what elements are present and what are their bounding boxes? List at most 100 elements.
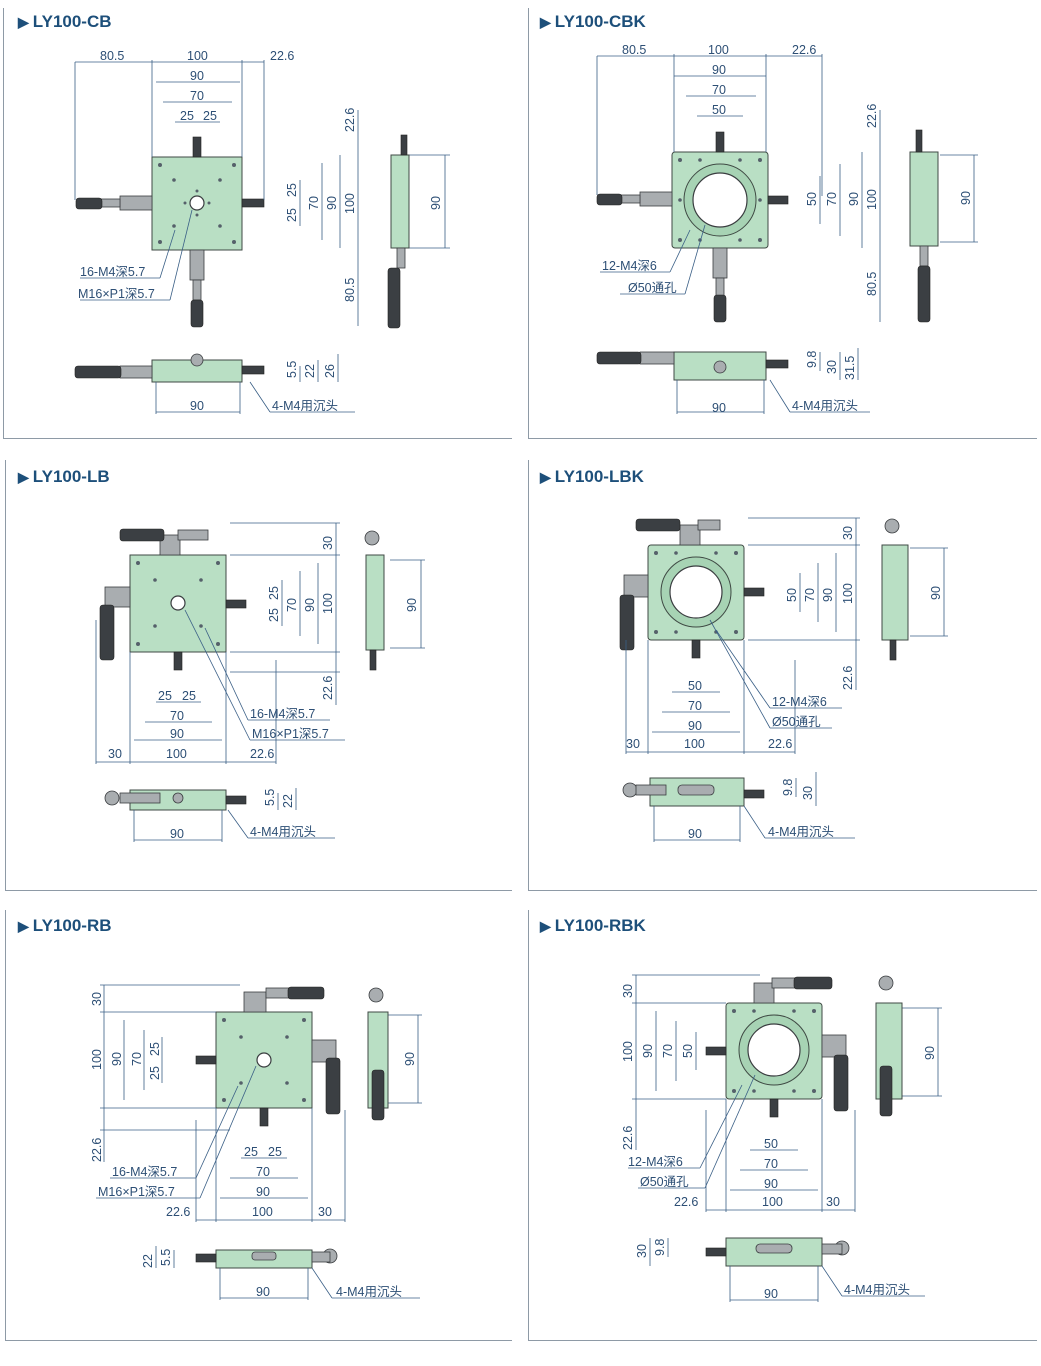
dim-side-90: 90 xyxy=(959,191,973,205)
dim-front-5-5: 5.5 xyxy=(159,1249,173,1266)
dim-b-30: 30 xyxy=(108,747,122,761)
callout-countersink: 4-M4用沉头 xyxy=(792,399,858,413)
dim-70: 70 xyxy=(803,588,817,602)
center-thread xyxy=(189,195,205,211)
callout-m4-holes: 16-M4深5.7 xyxy=(250,707,315,721)
panel-title-cb: ▶LY100-CB xyxy=(18,12,112,31)
callout-m16-thread: M16×P1深5.7 xyxy=(78,287,155,301)
dim-r-80-5: 80.5 xyxy=(865,272,879,296)
dim-b-70: 70 xyxy=(688,699,702,713)
drawing-cb: 80.5 100 22.6 90 70 25 25 22.6 25 25 70 … xyxy=(74,49,450,414)
dim-b-100: 100 xyxy=(684,737,705,751)
dim-b-30: 30 xyxy=(626,737,640,751)
panel-title-lb: ▶LY100-LB xyxy=(18,467,110,486)
dim-b-90: 90 xyxy=(256,1185,270,1199)
dim-90: 90 xyxy=(110,1052,124,1066)
dim-front-31-5: 31.5 xyxy=(843,356,857,380)
dim-22-6: 22.6 xyxy=(90,1138,104,1162)
dim-front-30: 30 xyxy=(801,786,815,800)
dim-70: 70 xyxy=(661,1044,675,1058)
dim-front-5-5: 5.5 xyxy=(285,361,299,378)
dim-100: 100 xyxy=(321,593,335,614)
panel-title-rb: ▶LY100-RB xyxy=(18,916,112,935)
dim-front-26: 26 xyxy=(323,364,337,378)
dim-100: 100 xyxy=(90,1049,104,1070)
dim-30: 30 xyxy=(90,992,104,1006)
dim-100: 100 xyxy=(621,1041,635,1062)
dim-b-30: 30 xyxy=(826,1195,840,1209)
dim-22-6: 22.6 xyxy=(270,49,294,63)
drawing-rb: 30 100 90 70 25 25 22.6 25 25 70 90 22.6… xyxy=(90,984,422,1300)
dim-50: 50 xyxy=(712,103,726,117)
callout-countersink: 4-M4用沉头 xyxy=(768,825,834,839)
dim-r-80-5: 80.5 xyxy=(343,278,357,302)
drawing-lb: 30 25 25 70 90 100 22.6 25 25 70 90 30 1… xyxy=(95,522,425,842)
panel-frame-rb xyxy=(5,910,512,1341)
callout-countersink: 4-M4用沉头 xyxy=(844,1283,910,1297)
callout-through-hole: Ø50通孔 xyxy=(640,1175,689,1189)
dim-front-90: 90 xyxy=(170,827,184,841)
drawing-lbk: 30 50 70 90 100 22.6 50 70 90 30 100 22.… xyxy=(619,517,948,842)
drawing-cbk: 80.5 100 22.6 90 70 50 22.6 50 70 90 100… xyxy=(596,43,978,415)
dim-front-30: 30 xyxy=(825,360,839,374)
dim-22-6: 22.6 xyxy=(792,43,816,57)
dim-70: 70 xyxy=(130,1052,144,1066)
dim-30: 30 xyxy=(321,536,335,550)
callout-countersink: 4-M4用沉头 xyxy=(272,399,338,413)
callout-through-hole: Ø50通孔 xyxy=(628,281,677,295)
dim-70: 70 xyxy=(285,598,299,612)
dim-22-6: 22.6 xyxy=(841,666,855,690)
dim-25a: 25 xyxy=(148,1042,162,1056)
dim-side-90: 90 xyxy=(405,598,419,612)
dim-b-50: 50 xyxy=(688,679,702,693)
dim-25b: 25 xyxy=(267,608,281,622)
side-view xyxy=(365,554,385,651)
dim-90: 90 xyxy=(190,69,204,83)
dim-front-90: 90 xyxy=(256,1285,270,1299)
dim-100: 100 xyxy=(187,49,208,63)
dim-r-100: 100 xyxy=(865,189,879,210)
side-view xyxy=(909,151,939,247)
dim-50: 50 xyxy=(681,1044,695,1058)
panel-frame-rbk xyxy=(528,910,1037,1341)
dim-b-25a: 25 xyxy=(158,689,172,703)
dim-front-90: 90 xyxy=(688,827,702,841)
dim-r-22-6: 22.6 xyxy=(343,108,357,132)
dim-90: 90 xyxy=(641,1044,655,1058)
dim-b-90: 90 xyxy=(170,727,184,741)
dim-b-22-6: 22.6 xyxy=(768,737,792,751)
dim-r-25a: 25 xyxy=(285,183,299,197)
dim-front-22: 22 xyxy=(303,364,317,378)
dim-b-90: 90 xyxy=(764,1177,778,1191)
dim-100: 100 xyxy=(708,43,729,57)
panel-title-lbk: ▶LY100-LBK xyxy=(540,467,644,486)
dim-b-100: 100 xyxy=(166,747,187,761)
callout-m4-holes: 12-M4深6 xyxy=(602,259,657,273)
dim-30: 30 xyxy=(621,984,635,998)
dim-22-6: 22.6 xyxy=(621,1126,635,1150)
dim-side-90: 90 xyxy=(923,1046,937,1060)
dim-30: 30 xyxy=(841,526,855,540)
side-view xyxy=(390,154,410,249)
dim-b-100: 100 xyxy=(252,1205,273,1219)
callout-m4-holes: 16-M4深5.7 xyxy=(80,265,145,279)
panel-title-cbk: ▶LY100-CBK xyxy=(540,12,646,31)
dim-b-50: 50 xyxy=(764,1137,778,1151)
drawing-rbk: 30 100 90 70 50 22.6 50 70 90 22.6 100 3… xyxy=(621,974,942,1302)
panel-frame-lb xyxy=(5,460,512,891)
dim-b-25b: 25 xyxy=(268,1145,282,1159)
dim-b-70: 70 xyxy=(764,1157,778,1171)
dim-r-70: 70 xyxy=(825,192,839,206)
dim-90: 90 xyxy=(821,588,835,602)
dim-r-50: 50 xyxy=(805,192,819,206)
dim-25b: 25 xyxy=(203,109,217,123)
dim-80-5: 80.5 xyxy=(622,43,646,57)
dim-r-90: 90 xyxy=(325,196,339,210)
dim-front-30: 30 xyxy=(635,1244,649,1258)
callout-m16-thread: M16×P1深5.7 xyxy=(252,727,329,741)
side-view xyxy=(881,544,909,641)
dim-22-6: 22.6 xyxy=(321,676,335,700)
dim-r-70: 70 xyxy=(307,196,321,210)
dim-front-5-5: 5.5 xyxy=(263,789,277,806)
